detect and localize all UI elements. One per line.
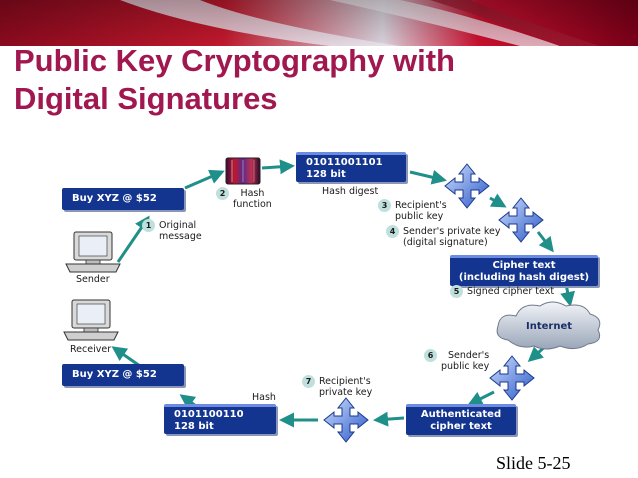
arrow-key-6-to-authenticated [467, 390, 495, 406]
internet-label: Internet [526, 321, 573, 332]
step-5-line-1: Signed cipher text [467, 286, 555, 297]
hash-label: Hash [252, 392, 276, 403]
key-icon-sender-private [498, 197, 544, 243]
step-1-line-1: Original [159, 220, 197, 231]
step-4-badge: 4 [386, 225, 399, 238]
arrow-message-to-receiver [111, 346, 141, 368]
key-icon-recipient-public [444, 163, 490, 209]
received-hash-bits: 0101100110 [174, 408, 244, 420]
received-message-box: Buy XYZ @ $52 [62, 364, 184, 386]
received-message-text: Buy XYZ @ $52 [72, 369, 157, 380]
arrow-message-to-hash-function [184, 169, 225, 190]
slide-number: Slide 5-25 [496, 453, 571, 473]
step-7-badge: 7 [302, 375, 315, 388]
step-2-badge: 2 [216, 187, 229, 200]
key-icon-sender-public [489, 355, 535, 401]
step-6-line-1: Sender's [447, 350, 490, 361]
hash-function-icon [225, 157, 261, 185]
slide-title: Public Key Cryptography with Digital Sig… [14, 42, 455, 118]
step-6-line-2: public key [441, 361, 490, 372]
step-1-line-2: message [159, 231, 202, 242]
step-6-badge: 6 [424, 349, 437, 362]
step-3-badge: 3 [378, 199, 391, 212]
hash-digest-box: 01011001101 128 bit [296, 152, 406, 182]
cipher-text-box: Cipher text (including hash digest) [450, 255, 598, 286]
internet-cloud-icon [496, 301, 601, 350]
step-2-line-2: function [233, 199, 272, 210]
slide-title-line-2: Digital Signatures [14, 81, 278, 116]
slide-title-line-1: Public Key Cryptography with [14, 43, 455, 78]
step-1-badge: 1 [142, 219, 155, 232]
step-3-line-1: Recipient's [395, 200, 447, 211]
authenticated-cipher-title: Authenticated [420, 409, 502, 420]
arrow-key-3-to-key-4 [489, 193, 507, 208]
step-4: 4 Sender's private key (digital signatur… [386, 225, 501, 248]
step-5-badge: 5 [450, 285, 463, 298]
received-hash-box: 0101100110 128 bit [164, 404, 276, 434]
arrow-digest-to-key-3 [409, 169, 447, 185]
authenticated-cipher-box: Authenticated cipher text [406, 404, 516, 435]
sender-label: Sender [76, 274, 110, 285]
cipher-text-subtitle: (including hash digest) [458, 272, 590, 283]
hash-digest-label: Hash digest [322, 186, 379, 197]
arrow-cipher-to-internet [560, 283, 576, 307]
step-6: 6 Sender's public key [424, 349, 490, 372]
step-3: 3 Recipient's public key [378, 199, 447, 222]
step-2-line-1: Hash [240, 188, 265, 199]
authenticated-cipher-subtitle: cipher text [430, 421, 492, 432]
header-banner [0, 0, 638, 46]
receiver-label: Receiver [70, 344, 112, 355]
hash-digest-size: 128 bit [306, 168, 346, 180]
hash-digest-bits: 01011001101 [306, 156, 383, 168]
step-5: 5 Signed cipher text [450, 285, 555, 298]
step-7-line-1: Recipient's [319, 376, 371, 387]
key-icon-recipient-private [323, 397, 369, 443]
arrow-key-4-to-cipher [536, 231, 554, 253]
received-hash-size: 128 bit [174, 420, 214, 432]
step-3-line-2: public key [395, 211, 444, 222]
step-4-line-1: Sender's private key [403, 226, 501, 237]
step-7: 7 Recipient's private key [302, 375, 373, 398]
step-2: 2 Hash function [216, 187, 272, 210]
original-message-box: Buy XYZ @ $52 [62, 188, 184, 210]
step-1: 1 Original message [142, 219, 202, 242]
arrow-hash-function-to-digest [261, 159, 295, 175]
banner-graphic [0, 0, 638, 46]
sender-computer-icon [65, 231, 121, 273]
step-7-line-2: private key [319, 387, 373, 398]
cipher-text-title: Cipher text [492, 260, 556, 271]
arrow-authenticated-to-key-7 [373, 411, 405, 427]
receiver-computer-icon [63, 299, 119, 341]
original-message-text: Buy XYZ @ $52 [72, 193, 157, 204]
step-4-line-2: (digital signature) [403, 237, 488, 248]
